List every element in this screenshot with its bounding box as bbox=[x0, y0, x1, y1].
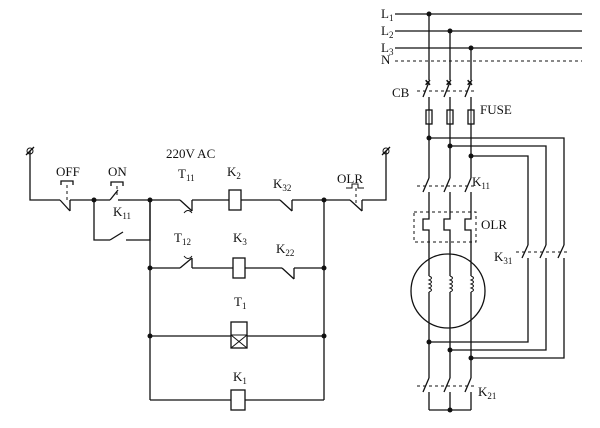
label-n: N bbox=[381, 52, 391, 67]
main-contactor-k11 bbox=[417, 177, 474, 212]
label-l3: L3 bbox=[381, 40, 394, 57]
label-k2: K2 bbox=[227, 164, 241, 181]
overload-relay bbox=[413, 211, 477, 243]
label-k21: K21 bbox=[478, 384, 496, 401]
label-olr-control: OLR bbox=[337, 171, 363, 186]
off-pushbutton bbox=[59, 180, 74, 212]
on-pushbutton bbox=[109, 181, 130, 201]
label-k31: K31 bbox=[494, 249, 512, 266]
label-cb: CB bbox=[392, 85, 410, 100]
delta-contactor-k31 bbox=[516, 244, 568, 259]
label-k1: K1 bbox=[233, 369, 247, 386]
power-circuit: L1 L2 L3 N × × × CB bbox=[381, 6, 582, 413]
label-k22: K22 bbox=[276, 241, 294, 258]
label-l2: L2 bbox=[381, 23, 393, 40]
k2-coil bbox=[228, 189, 242, 211]
label-k32: K32 bbox=[273, 176, 291, 193]
label-on: ON bbox=[108, 164, 127, 179]
t11-timer-contact bbox=[179, 199, 193, 214]
label-off: OFF bbox=[56, 164, 80, 179]
fuses bbox=[425, 109, 475, 125]
label-k11-main: K11 bbox=[472, 174, 490, 191]
label-220v-ac: 220V AC bbox=[166, 146, 215, 161]
terminal-right bbox=[382, 147, 390, 155]
motor bbox=[410, 253, 486, 358]
control-circuit: 220V AC OFF ON K11 bbox=[25, 146, 391, 411]
label-t11: T11 bbox=[178, 166, 195, 183]
label-l1: L1 bbox=[381, 6, 393, 23]
label-k11-control: K11 bbox=[113, 204, 131, 221]
circuit-breaker: × × × bbox=[417, 78, 476, 110]
k32-interlock-contact bbox=[279, 199, 293, 212]
k3-coil bbox=[232, 257, 246, 279]
t12-timer-contact bbox=[179, 255, 193, 269]
star-contactor-k21 bbox=[417, 377, 474, 413]
olr-control-contact bbox=[346, 183, 364, 212]
label-olr-main: OLR bbox=[481, 217, 507, 232]
k22-interlock-contact bbox=[281, 267, 295, 280]
label-t1: T1 bbox=[234, 294, 246, 311]
label-k3: K3 bbox=[233, 230, 247, 247]
label-fuse: FUSE bbox=[480, 102, 512, 117]
t1-timer-coil bbox=[230, 321, 248, 349]
k1-coil bbox=[230, 389, 246, 411]
label-t12: T12 bbox=[174, 230, 191, 247]
